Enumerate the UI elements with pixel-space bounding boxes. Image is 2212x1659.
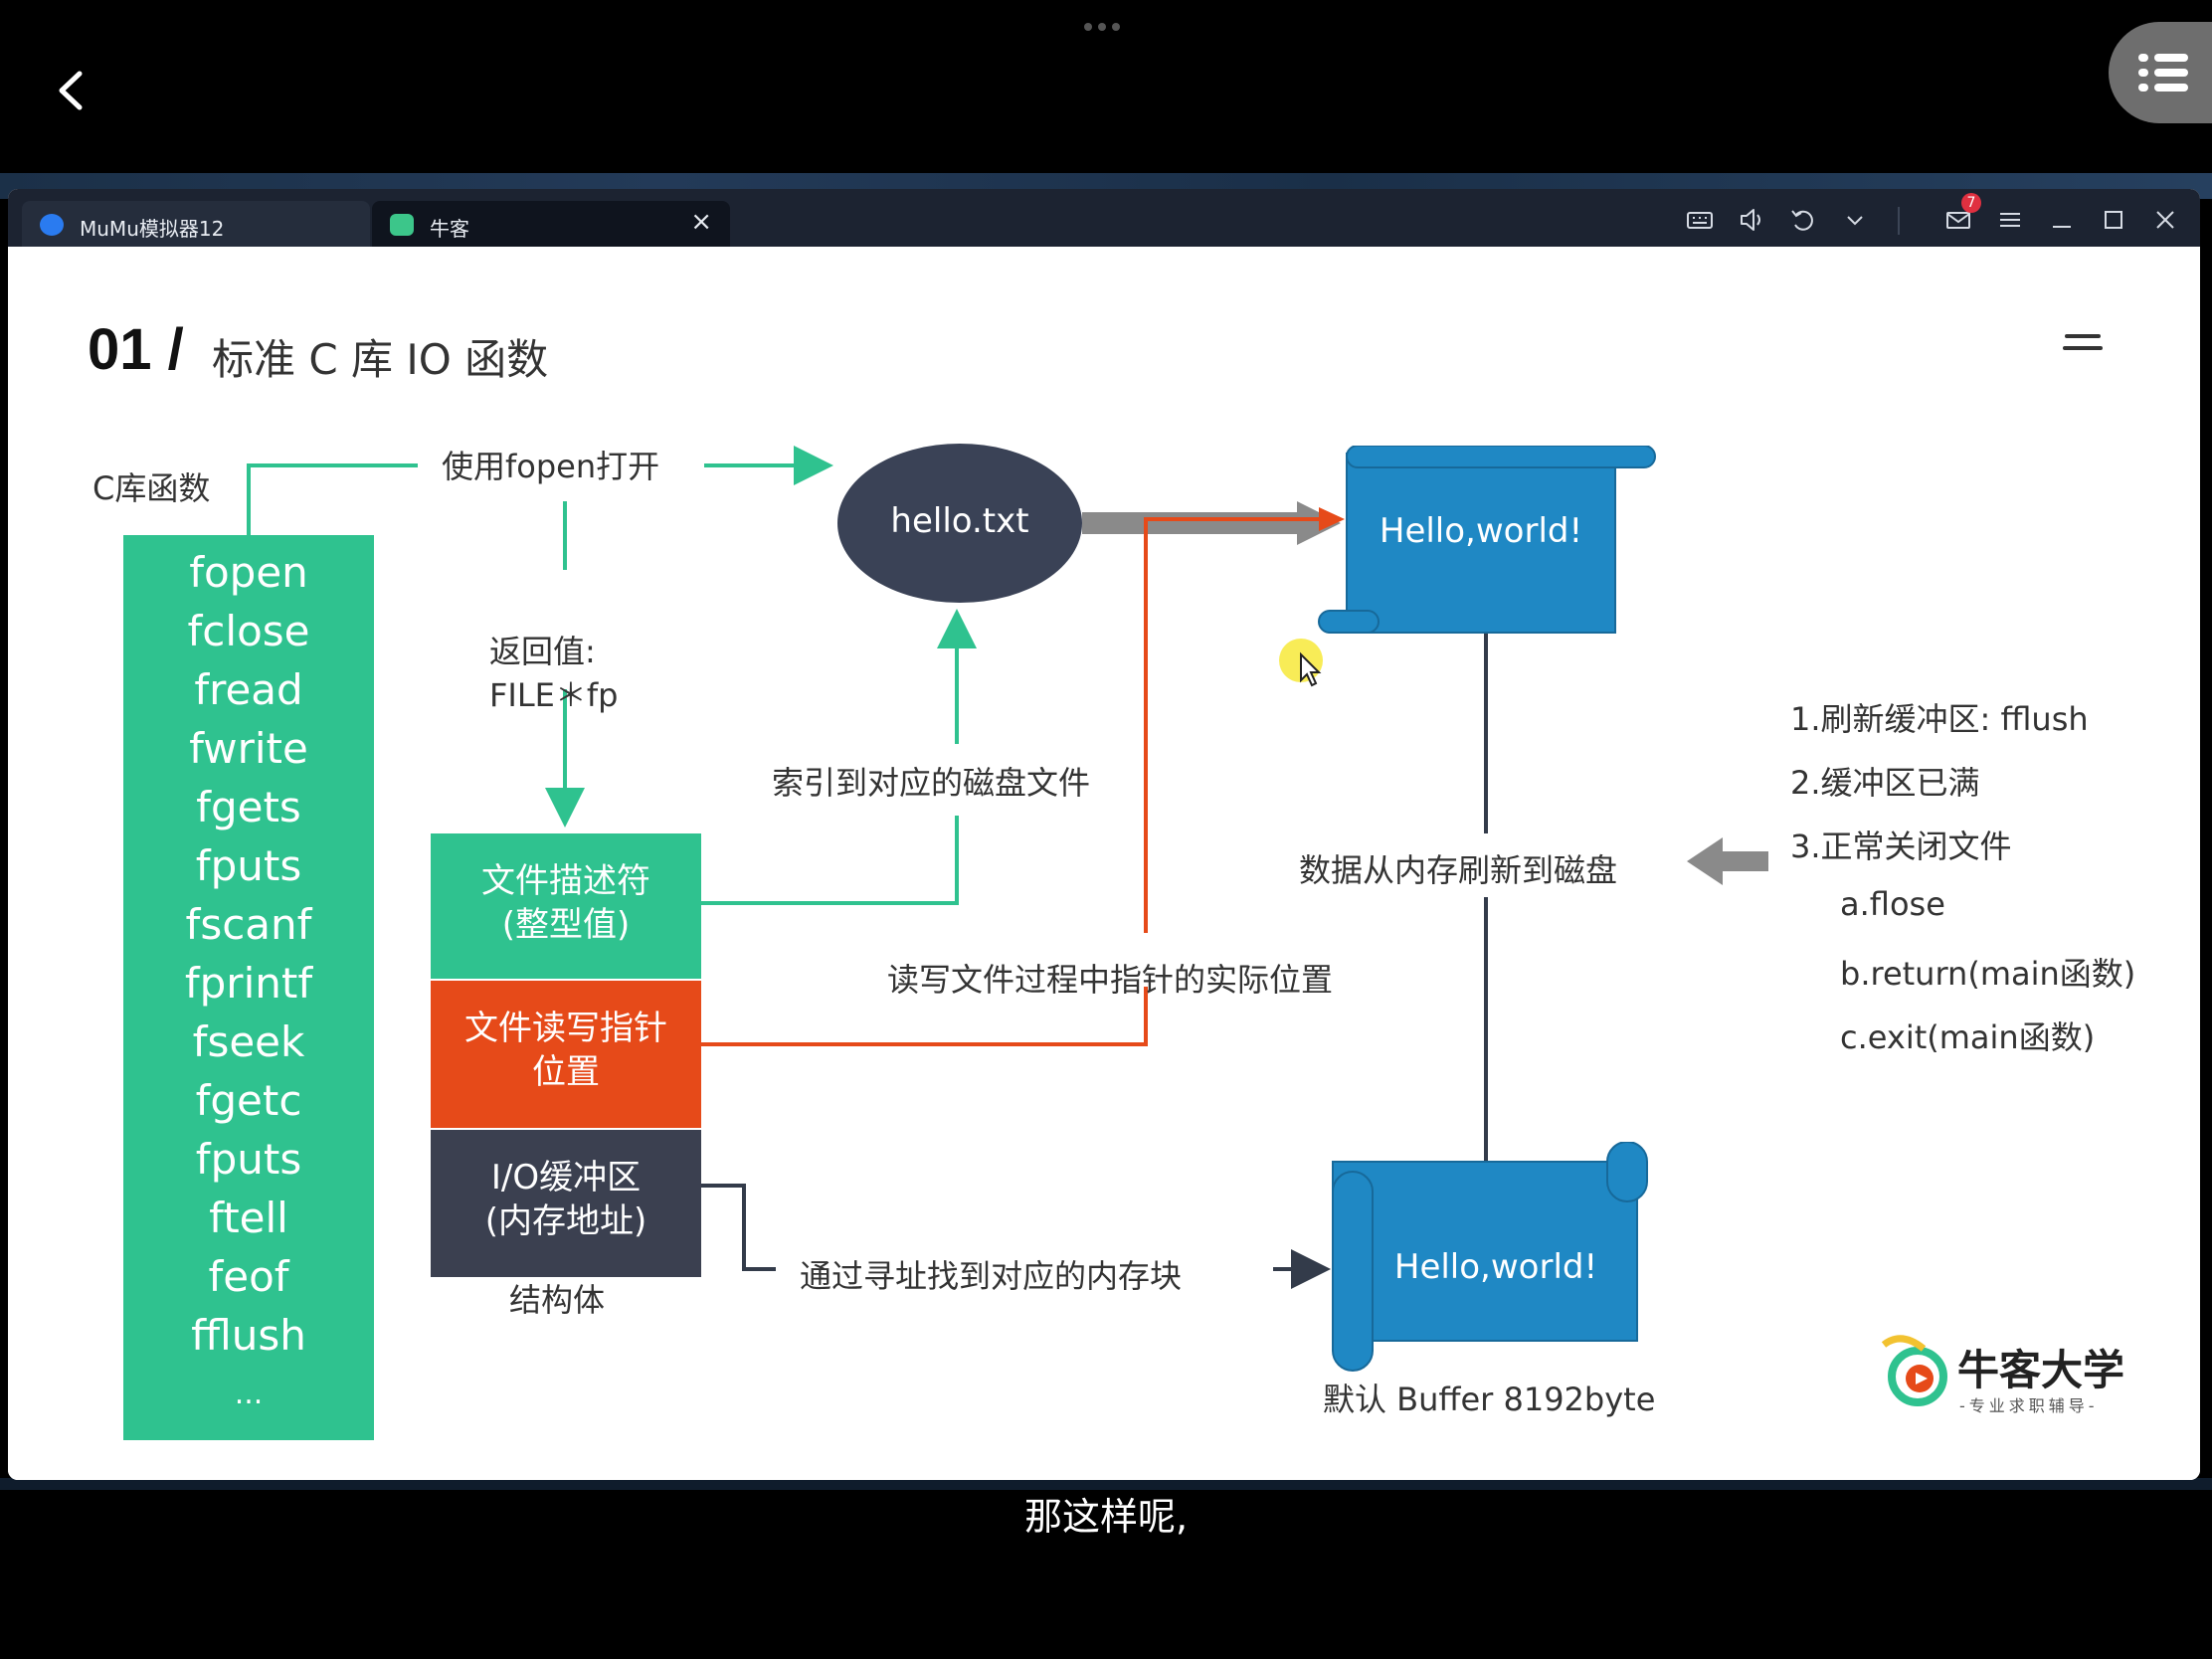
slide-menu-icon[interactable]: [2063, 334, 2103, 358]
list-icon: [2138, 54, 2148, 62]
diagram-connectors: [247, 446, 1768, 1289]
mail-icon[interactable]: [1943, 205, 1973, 235]
title-bar: MuMu模拟器12 牛客 × 7: [8, 189, 2200, 247]
struct-label: 结构体: [509, 1281, 606, 1319]
memory-scroll-text: Hello,world!: [1393, 1247, 1598, 1287]
func-item: fputs: [195, 1135, 302, 1184]
func-item: fwrite: [189, 724, 308, 773]
disk-scroll-shape: [1318, 446, 1656, 634]
tab-label: 牛客: [430, 217, 469, 241]
index-disk-label: 索引到对应的磁盘文件: [772, 764, 1091, 802]
actual-position-label: 读写文件过程中指针的实际位置: [887, 961, 1334, 999]
return-label-line2: FILE＊fp: [489, 676, 619, 714]
disk-file-ellipse: hello.txt: [837, 444, 1082, 603]
tab-close-icon[interactable]: ×: [690, 207, 712, 237]
close-window-icon[interactable]: [2150, 205, 2180, 235]
niuke-university-logo-icon: [1881, 1335, 1947, 1406]
toolbar-divider: [1898, 207, 1904, 235]
video-subtitle: 那这样呢,: [1023, 1495, 1189, 1539]
func-item: fflush: [191, 1311, 306, 1360]
logo-name: 牛客大学: [1957, 1346, 2125, 1394]
flush-disk-label: 数据从内存刷新到磁盘: [1299, 851, 1618, 889]
open-label: 使用fopen打开: [442, 448, 660, 485]
func-list-box: fopen fclose fread fwrite fgets fputs fs…: [123, 535, 374, 1440]
io-line1: I/O缓冲区: [490, 1158, 642, 1198]
find-memory-label: 通过寻址找到对应的内存块: [800, 1257, 1183, 1295]
file-descriptor-block: 文件描述符 (整型值): [431, 833, 701, 979]
file-name: hello.txt: [890, 501, 1029, 541]
func-item: fread: [194, 665, 303, 714]
volume-icon[interactable]: [1737, 205, 1766, 235]
minimize-icon[interactable]: [2047, 205, 2077, 235]
maximize-icon[interactable]: [2099, 205, 2128, 235]
fd-line2: (整型值): [501, 905, 631, 945]
flush-item: 1.刷新缓冲区: fflush: [1790, 700, 2089, 738]
io-buffer-block: I/O缓冲区 (内存地址): [431, 1130, 701, 1277]
tab-label: MuMu模拟器12: [80, 217, 225, 241]
mumu-logo-icon: [40, 214, 64, 236]
rw-pointer-block: 文件读写指针 位置: [431, 981, 701, 1128]
page-indicator-dots: [1084, 16, 1128, 31]
func-item: fprintf: [184, 959, 313, 1008]
chevron-down-icon[interactable]: [1840, 205, 1870, 235]
return-label-line1: 返回值:: [489, 633, 596, 670]
rw-line1: 文件读写指针: [464, 1009, 667, 1048]
list-menu-button[interactable]: [2109, 22, 2212, 123]
memory-scroll-shape: [1332, 1142, 1648, 1372]
slide-number: 01 /: [88, 317, 184, 382]
niuke-app-icon: [390, 214, 414, 236]
func-item: fseek: [192, 1017, 305, 1066]
rw-line2: 位置: [532, 1052, 600, 1092]
desktop-background-bottom: [0, 1478, 2212, 1490]
keyboard-icon[interactable]: [1685, 205, 1715, 235]
io-line2: (内存地址): [484, 1201, 647, 1241]
buffer-default-label: 默认 Buffer 8192byte: [1323, 1381, 1656, 1418]
func-item: fclose: [187, 607, 310, 655]
disk-scroll-text: Hello,world!: [1379, 511, 1583, 551]
func-item: fputs: [195, 841, 302, 890]
tab-mumu[interactable]: MuMu模拟器12: [22, 201, 370, 247]
func-item: ftell: [209, 1194, 288, 1242]
back-chevron-icon[interactable]: [48, 66, 97, 115]
func-item: feof: [208, 1252, 289, 1301]
logo-slogan: -专业求职辅导-: [1959, 1396, 2099, 1415]
rotate-icon[interactable]: [1788, 205, 1818, 235]
flush-item: 2.缓冲区已满: [1790, 764, 1980, 802]
flush-item: 3.正常关闭文件: [1790, 828, 2012, 865]
tab-niuke[interactable]: 牛客 ×: [372, 201, 730, 247]
hamburger-menu-icon[interactable]: [1995, 205, 2025, 235]
func-list-header: C库函数: [92, 469, 211, 507]
func-item: fscanf: [185, 900, 312, 949]
app-window: MuMu模拟器12 牛客 × 7: [8, 189, 2200, 1480]
mail-count-badge: 7: [1961, 193, 1981, 213]
func-item: fopen: [189, 548, 308, 597]
func-item: ...: [234, 1377, 264, 1411]
flush-item: c.exit(main函数): [1840, 1018, 2096, 1056]
slide-title: 标准 C 库 IO 函数: [212, 335, 549, 384]
fd-line1: 文件描述符: [481, 861, 650, 901]
flush-item: a.flose: [1840, 885, 1945, 923]
lecture-slide: 01 / 标准 C 库 IO 函数: [8, 247, 2200, 1480]
func-item: fgets: [196, 783, 301, 831]
flush-item: b.return(main函数): [1840, 955, 2136, 993]
func-item: fgetc: [195, 1076, 302, 1125]
